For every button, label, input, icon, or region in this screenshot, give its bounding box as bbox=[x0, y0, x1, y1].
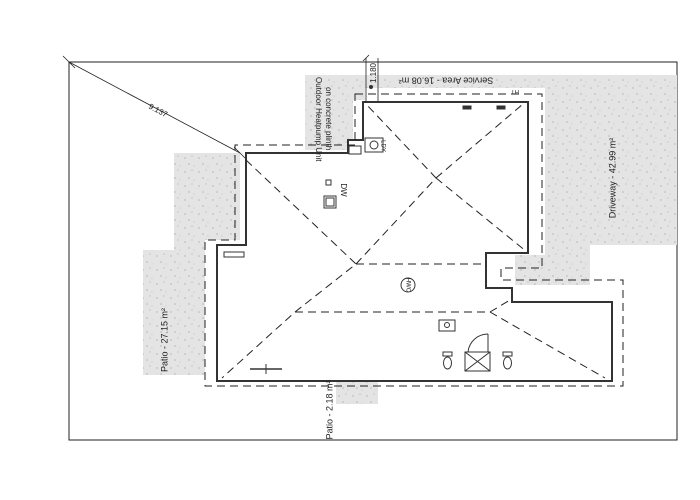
eave-outline bbox=[204, 93, 624, 387]
fixtures bbox=[223, 85, 513, 374]
patio-west-label: Patio - 27.15 m² bbox=[159, 308, 169, 372]
driveway-paving bbox=[515, 75, 677, 285]
heatpump-label-line2: on concrete plinth bbox=[324, 87, 333, 150]
offset-dimension bbox=[362, 54, 379, 104]
patio-south-label: Patio - 2.18 m² bbox=[324, 380, 334, 439]
shower bbox=[464, 351, 491, 372]
building-outline bbox=[216, 101, 613, 382]
hwc-label: HWC bbox=[404, 278, 410, 293]
toilet-left bbox=[443, 356, 452, 370]
roof-lines bbox=[221, 103, 606, 379]
vanity bbox=[438, 319, 456, 332]
site-boundary bbox=[68, 61, 678, 441]
driveway-label: Driveway - 42.99 m² bbox=[607, 138, 617, 219]
ht-label: HT bbox=[511, 88, 519, 94]
hwc-cylinder bbox=[400, 277, 416, 293]
laundry-tub bbox=[364, 137, 384, 153]
kitchen-sink bbox=[323, 195, 337, 209]
service-area-paving bbox=[305, 75, 545, 150]
heatpump-unit bbox=[348, 145, 362, 155]
ldy-label: LDY bbox=[379, 140, 385, 152]
paved-areas bbox=[143, 75, 677, 404]
service-area-label: Service Area - 16.08 m² bbox=[399, 76, 494, 86]
dw-label: DW bbox=[339, 183, 348, 197]
offset-dimension-label: 1.180 bbox=[369, 62, 378, 83]
diagonal-dimension bbox=[62, 55, 247, 160]
diagonal-dimension-label: 9.137 bbox=[147, 102, 169, 120]
heatpump-label-line1: Outdoor Heatpump Unit bbox=[314, 77, 323, 162]
patio-west-paving bbox=[143, 153, 240, 375]
toilet-right bbox=[503, 356, 512, 370]
